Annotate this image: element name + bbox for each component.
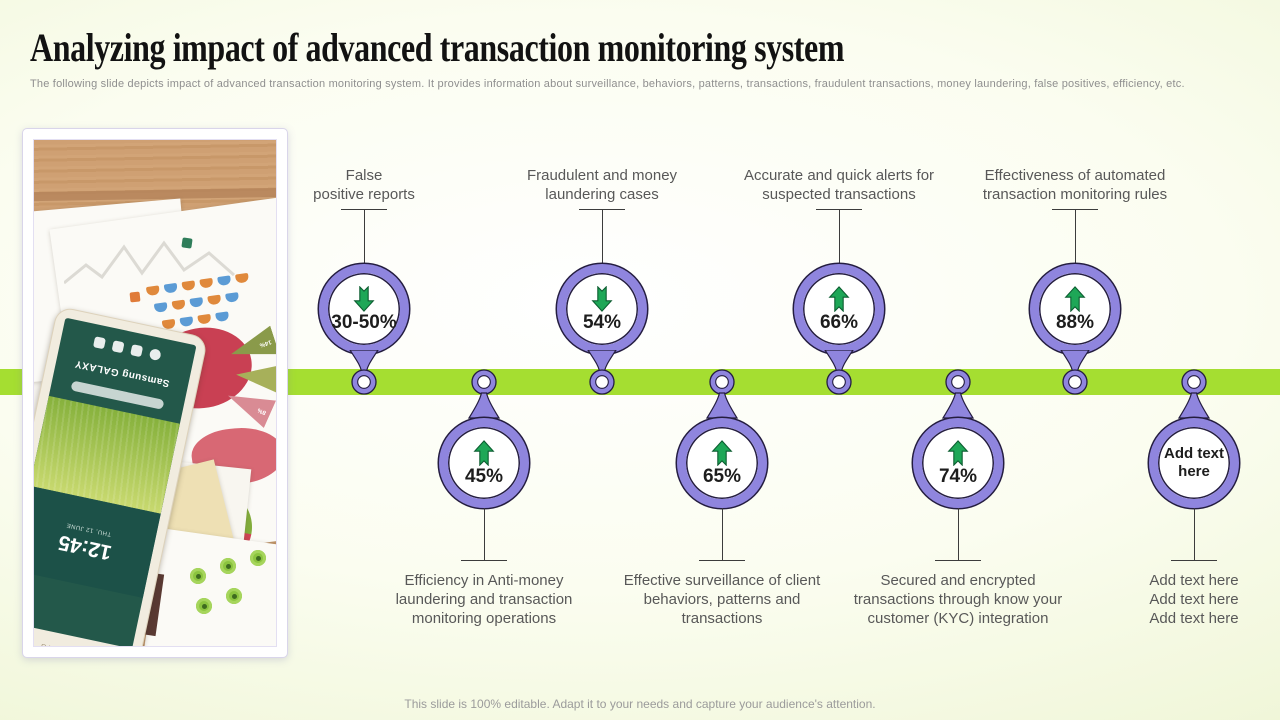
trend-arrow-down-icon [591, 285, 613, 312]
milestone-value: 54% [582, 311, 622, 333]
milestone-label: False positive reports [313, 167, 415, 203]
connector-line [1074, 209, 1076, 265]
trend-arrow-down-icon [353, 285, 375, 312]
milestone-bubble-placeholder[interactable]: Add text here [1149, 418, 1239, 508]
timeline-node-icon [349, 350, 379, 395]
milestone-bubble: 45% [439, 418, 529, 508]
app-icon [92, 336, 107, 350]
trend-arrow-up-icon [473, 439, 495, 466]
trend-arrow-up-icon [1064, 285, 1086, 312]
photo-frame: 66% 14% 8% 55% [22, 128, 288, 658]
connector-crossbar [699, 560, 745, 561]
app-icon [111, 340, 125, 354]
timeline-node-icon [705, 369, 739, 419]
milestone-bubble: 65% [677, 418, 767, 508]
chart-marker [181, 237, 193, 249]
milestone-label-placeholder[interactable]: Add text here Add text here Add text her… [1149, 572, 1239, 627]
connector-line [483, 508, 485, 561]
timeline-node-icon [1060, 350, 1090, 395]
connector-line [601, 209, 603, 265]
donut-chart-icon [196, 598, 212, 614]
paper-sheet [144, 528, 276, 646]
milestone-label: Effective surveillance of client behavio… [623, 572, 821, 627]
connector-line [363, 209, 365, 265]
milestone-bubble: 30-50% [319, 264, 409, 354]
milestone-label: Accurate and quick alerts for suspected … [743, 167, 935, 203]
chart-marker [129, 291, 141, 303]
connector-line [1193, 508, 1195, 561]
timeline-node-icon [941, 369, 975, 419]
milestone-value: 30-50% [331, 311, 397, 333]
line-chart-sketch [64, 240, 235, 285]
connector-crossbar [461, 560, 507, 561]
timeline-node-icon [1177, 369, 1211, 419]
connector-line [721, 508, 723, 561]
milestone-bubble: 54% [557, 264, 647, 354]
milestone-value-placeholder[interactable]: Add text here [1164, 445, 1224, 480]
donut-chart-icon [226, 588, 242, 604]
milestone-value: 88% [1055, 311, 1095, 333]
milestone-label: Efficiency in Anti-money laundering and … [395, 572, 573, 627]
desk-photo: 66% 14% 8% 55% [33, 139, 277, 647]
slide-subtitle: The following slide depicts impact of ad… [30, 78, 1185, 90]
connector-line [957, 508, 959, 561]
donut-chart-icon [220, 558, 236, 574]
milestone-bubble: 88% [1030, 264, 1120, 354]
donut-chart-icon [250, 550, 266, 566]
milestone-label: Effectiveness of automated transaction m… [982, 167, 1168, 203]
milestone-value: 74% [938, 465, 978, 487]
milestone-label: Secured and encrypted transactions throu… [853, 572, 1063, 627]
page-title: Analyzing impact of advanced transaction… [30, 25, 845, 70]
milestone-bubble: 66% [794, 264, 884, 354]
milestone-value: 45% [464, 465, 504, 487]
timeline-node-icon [824, 350, 854, 395]
app-icon [148, 348, 162, 362]
donut-chart-icon [190, 568, 206, 584]
milestone-value: 65% [702, 465, 742, 487]
connector-crossbar [1171, 560, 1217, 561]
timeline-node-icon [467, 369, 501, 419]
trend-arrow-up-icon [711, 439, 733, 466]
timeline-node-icon [587, 350, 617, 395]
milestone-bubble: 74% [913, 418, 1003, 508]
milestone-label: Fraudulent and money laundering cases [526, 167, 678, 203]
connector-line [838, 209, 840, 265]
trend-arrow-up-icon [947, 439, 969, 466]
trend-arrow-up-icon [828, 285, 850, 312]
milestone-value: 66% [819, 311, 859, 333]
footer-note: This slide is 100% editable. Adapt it to… [404, 697, 876, 711]
app-icon [130, 344, 144, 358]
connector-crossbar [935, 560, 981, 561]
